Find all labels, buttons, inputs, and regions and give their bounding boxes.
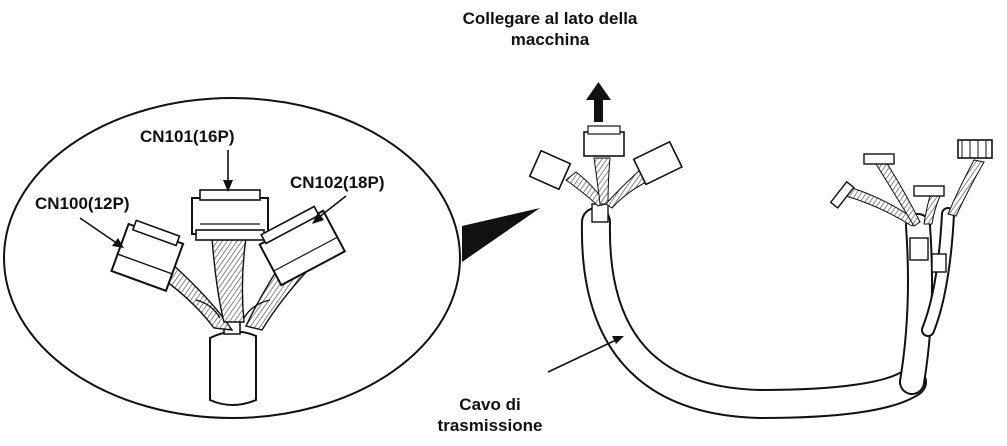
up-arrow-icon [586,82,611,122]
cn100-connector [110,219,185,293]
cn101-connector [191,189,269,241]
cn101-label: CN101(16P) [140,127,235,146]
cable-leader [547,336,624,373]
cable-label-line2: trasmissione [437,416,543,435]
machine-side-label-line2: macchina [510,30,590,49]
cn102-connector [258,205,347,287]
callout-pointer-icon [462,208,540,262]
cn100-leader [79,217,124,248]
cn101-leader [223,150,233,192]
cn100-label: CN100(12P) [35,194,130,213]
cn102-label: CN102(18P) [290,173,385,192]
cable-label-line1: Cavo di [459,395,521,414]
machine-side-label: Collegare al lato della macchina [445,8,655,50]
transmission-cable-harness [528,125,993,420]
cable-label: Cavo di trasmissione [430,394,550,436]
cn102-leader [312,195,347,224]
machine-side-label-line1: Collegare al lato della [462,9,638,28]
